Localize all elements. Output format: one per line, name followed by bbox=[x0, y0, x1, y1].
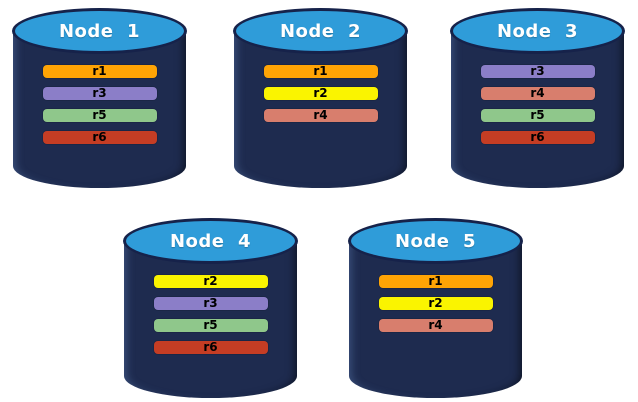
replica-bar-r1: r1 bbox=[263, 65, 378, 78]
node-title: Node 3 bbox=[496, 20, 579, 42]
cylinder-top: Node 5 bbox=[348, 218, 523, 264]
replica-list: r2 r3 r5 r6 bbox=[123, 275, 298, 354]
replica-list: r1 r2 r4 bbox=[348, 275, 523, 332]
replica-bar-r6: r6 bbox=[42, 131, 157, 144]
replica-bar-r5: r5 bbox=[42, 109, 157, 122]
replica-bar-r6: r6 bbox=[153, 341, 268, 354]
replica-bar-r4: r4 bbox=[480, 87, 595, 100]
replica-bar-r5: r5 bbox=[153, 319, 268, 332]
cylinder-top: Node 2 bbox=[233, 8, 408, 54]
replica-bar-r1: r1 bbox=[378, 275, 493, 288]
node-title: Node 4 bbox=[169, 230, 252, 252]
replica-bar-r2: r2 bbox=[263, 87, 378, 100]
node-title: Node 1 bbox=[58, 20, 141, 42]
replica-bar-r4: r4 bbox=[378, 319, 493, 332]
replica-bar-r1: r1 bbox=[42, 65, 157, 78]
replica-bar-r3: r3 bbox=[480, 65, 595, 78]
database-node: Node 4 r2 r3 r5 r6 bbox=[123, 218, 298, 398]
replica-bar-r2: r2 bbox=[153, 275, 268, 288]
replica-bar-r5: r5 bbox=[480, 109, 595, 122]
database-node: Node 1 r1 r3 r5 r6 bbox=[12, 8, 187, 188]
replica-bar-r6: r6 bbox=[480, 131, 595, 144]
cylinder-top: Node 1 bbox=[12, 8, 187, 54]
cylinder-top: Node 4 bbox=[123, 218, 298, 264]
replica-list: r1 r3 r5 r6 bbox=[12, 65, 187, 144]
replica-bar-r3: r3 bbox=[153, 297, 268, 310]
database-node: Node 2 r1 r2 r4 bbox=[233, 8, 408, 188]
replica-bar-r4: r4 bbox=[263, 109, 378, 122]
database-node: Node 3 r3 r4 r5 r6 bbox=[450, 8, 625, 188]
node-title: Node 2 bbox=[279, 20, 362, 42]
database-node: Node 5 r1 r2 r4 bbox=[348, 218, 523, 398]
cylinder-top: Node 3 bbox=[450, 8, 625, 54]
replica-bar-r3: r3 bbox=[42, 87, 157, 100]
node-title: Node 5 bbox=[394, 230, 477, 252]
replica-bar-r2: r2 bbox=[378, 297, 493, 310]
replica-list: r1 r2 r4 bbox=[233, 65, 408, 122]
replica-list: r3 r4 r5 r6 bbox=[450, 65, 625, 144]
